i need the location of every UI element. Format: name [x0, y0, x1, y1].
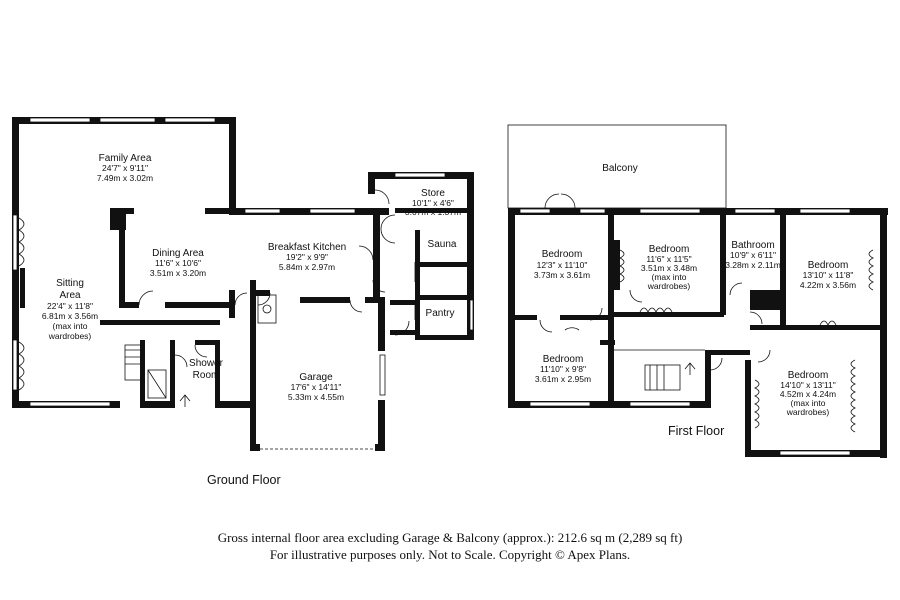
floor-area-note: Gross internal floor area excluding Gara…	[218, 530, 683, 545]
room-bedroom-1: Bedroom 12'3" x 11'10" 3.73m x 3.61m	[534, 249, 590, 280]
room-shower-room: Shower Room	[189, 358, 224, 381]
room-sitting-area: Sitting Area 22'4" x 11'8" 6.81m x 3.56m…	[42, 278, 98, 341]
svg-text:11'6" x 11'5": 11'6" x 11'5"	[646, 254, 691, 264]
svg-text:Balcony: Balcony	[602, 163, 638, 174]
svg-text:7.49m x 3.02m: 7.49m x 3.02m	[97, 173, 153, 183]
room-balcony: Balcony	[602, 163, 638, 174]
svg-text:3.51m x 3.48m: 3.51m x 3.48m	[641, 263, 697, 273]
ground-floor-fixtures	[20, 208, 134, 308]
room-bedroom-5: Bedroom 14'10" x 13'11" 4.52m x 4.24m (m…	[780, 370, 836, 417]
svg-text:22'4" x 11'8": 22'4" x 11'8"	[47, 301, 93, 311]
svg-text:Bedroom: Bedroom	[808, 260, 849, 271]
svg-text:wardrobes): wardrobes)	[647, 281, 691, 291]
svg-text:wardrobes): wardrobes)	[786, 407, 830, 417]
svg-text:Area: Area	[59, 290, 81, 301]
svg-text:Store: Store	[421, 188, 445, 199]
svg-text:Garage: Garage	[299, 372, 333, 383]
svg-text:3.07m x 1.37m: 3.07m x 1.37m	[405, 207, 461, 217]
svg-text:10'1" x 4'6": 10'1" x 4'6"	[412, 198, 454, 208]
first-floor-windows	[519, 208, 851, 456]
svg-text:5.33m x 4.55m: 5.33m x 4.55m	[288, 392, 344, 402]
svg-text:Sitting: Sitting	[56, 278, 84, 289]
room-family-area: Family Area 24'7" x 9'11" 7.49m x 3.02m	[97, 153, 153, 183]
svg-text:Dining Area: Dining Area	[152, 248, 204, 259]
svg-text:17'6" x 14'11": 17'6" x 14'11"	[291, 382, 342, 392]
svg-text:wardrobes): wardrobes)	[48, 331, 92, 341]
svg-text:11'10" x 9'8": 11'10" x 9'8"	[540, 364, 586, 374]
svg-text:3.51m x 3.20m: 3.51m x 3.20m	[150, 268, 206, 278]
svg-text:6.81m x 3.56m: 6.81m x 3.56m	[42, 311, 98, 321]
svg-text:3.73m x 3.61m: 3.73m x 3.61m	[534, 270, 590, 280]
svg-text:Shower: Shower	[189, 358, 224, 369]
svg-text:Room: Room	[193, 370, 220, 381]
room-bedroom-2: Bedroom 11'6" x 11'5" 3.51m x 3.48m (max…	[641, 244, 697, 291]
room-store: Store 10'1" x 4'6" 3.07m x 1.37m	[405, 188, 461, 217]
first-floor-walls	[508, 208, 888, 458]
svg-text:Sauna: Sauna	[428, 239, 457, 250]
room-bedroom-4: Bedroom 11'10" x 9'8" 3.61m x 2.95m	[535, 354, 591, 384]
svg-text:Breakfast Kitchen: Breakfast Kitchen	[268, 242, 346, 253]
room-pantry: Pantry	[426, 308, 455, 319]
room-bathroom: Bathroom 10'9" x 6'11" 3.28m x 2.11m	[725, 240, 781, 270]
svg-text:24'7" x 9'11": 24'7" x 9'11"	[102, 163, 148, 173]
svg-text:(max into: (max into	[652, 272, 687, 282]
svg-text:14'10" x 13'11": 14'10" x 13'11"	[780, 380, 835, 390]
room-sauna: Sauna	[428, 239, 457, 250]
svg-text:11'6" x 10'6": 11'6" x 10'6"	[155, 258, 201, 268]
svg-text:3.61m x 2.95m: 3.61m x 2.95m	[535, 374, 591, 384]
svg-text:13'10" x 11'8": 13'10" x 11'8"	[803, 270, 854, 280]
copyright-note: For illustrative purposes only. Not to S…	[270, 547, 630, 562]
svg-text:Bedroom: Bedroom	[543, 354, 584, 365]
first-floor-title: First Floor	[668, 424, 724, 438]
svg-text:(max into: (max into	[53, 321, 88, 331]
svg-text:5.84m x 2.97m: 5.84m x 2.97m	[279, 262, 335, 272]
svg-text:19'2" x 9'9": 19'2" x 9'9"	[286, 252, 328, 262]
sitting-wardrobes	[14, 217, 25, 391]
svg-text:(max into: (max into	[791, 398, 826, 408]
svg-text:3.28m x 2.11m: 3.28m x 2.11m	[725, 260, 781, 270]
svg-text:Bedroom: Bedroom	[542, 249, 583, 260]
svg-text:Pantry: Pantry	[426, 308, 455, 319]
ground-floor-title: Ground Floor	[207, 473, 281, 487]
room-bedroom-3: Bedroom 13'10" x 11'8" 4.22m x 3.56m	[800, 260, 856, 290]
svg-text:4.52m x 4.24m: 4.52m x 4.24m	[780, 389, 836, 399]
room-garage: Garage 17'6" x 14'11" 5.33m x 4.55m	[288, 372, 344, 402]
svg-text:Bedroom: Bedroom	[788, 370, 829, 381]
first-floor-details	[507, 124, 874, 433]
svg-text:Bathroom: Bathroom	[731, 240, 774, 251]
svg-text:10'9" x 6'11": 10'9" x 6'11"	[730, 250, 776, 260]
svg-text:Bedroom: Bedroom	[649, 244, 690, 255]
ground-floor-doors	[124, 189, 416, 450]
room-dining-area: Dining Area 11'6" x 10'6" 3.51m x 3.20m	[150, 248, 206, 278]
room-breakfast-kitchen: Breakfast Kitchen 19'2" x 9'9" 5.84m x 2…	[268, 242, 346, 272]
ground-floor-windows	[12, 117, 474, 407]
svg-text:Family Area: Family Area	[99, 153, 152, 164]
svg-text:4.22m x 3.56m: 4.22m x 3.56m	[800, 280, 856, 290]
svg-text:12'3" x 11'10": 12'3" x 11'10"	[537, 260, 588, 270]
